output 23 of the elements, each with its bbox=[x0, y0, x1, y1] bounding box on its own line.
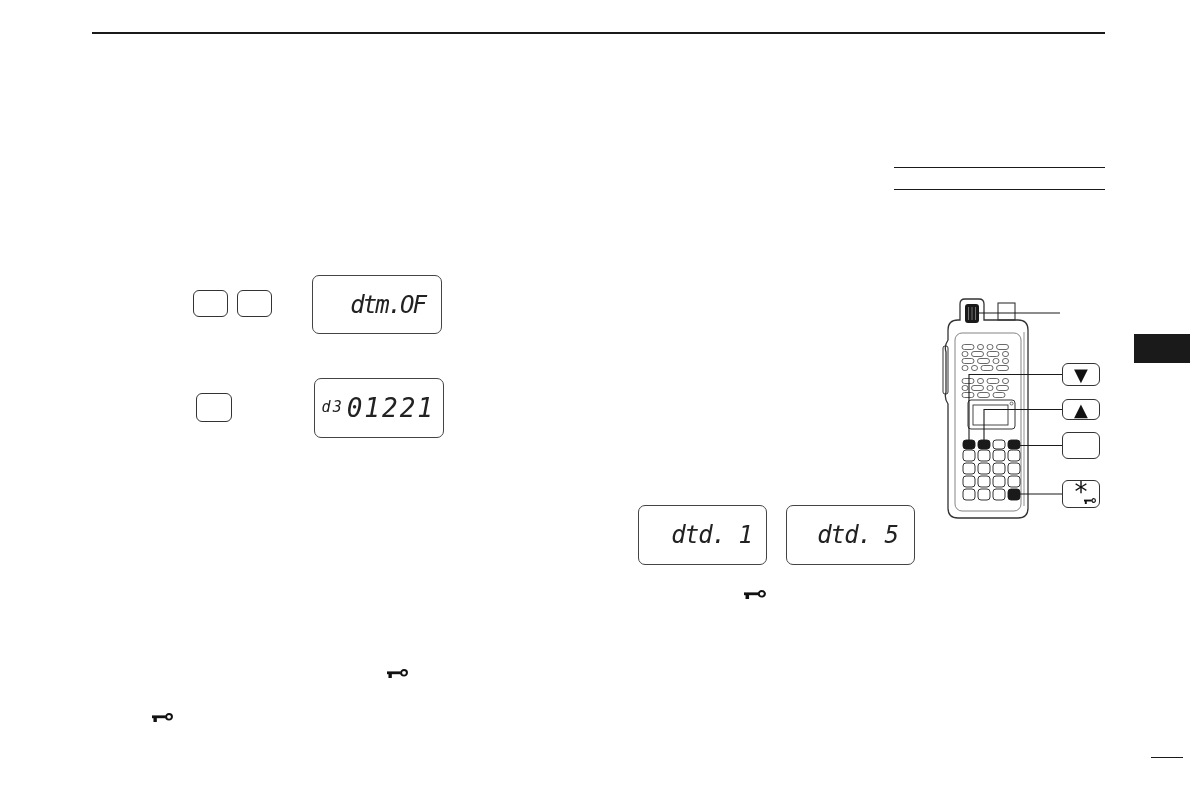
leader-line bbox=[983, 408, 1063, 441]
lcd-display: dtm.OF bbox=[312, 275, 442, 334]
radio-key bbox=[1008, 440, 1020, 449]
radio-key bbox=[1008, 489, 1020, 500]
leader-line bbox=[968, 373, 1063, 441]
key-symbol: ▲ bbox=[1062, 399, 1100, 420]
knob bbox=[965, 304, 979, 323]
key-symbol bbox=[237, 290, 272, 317]
radio-illustration bbox=[940, 297, 1031, 520]
key-symbol bbox=[193, 290, 228, 317]
leader-line bbox=[1019, 493, 1063, 495]
lcd-display: $^{d3}$01221 bbox=[314, 378, 444, 438]
lcd-display: dtd. 5 bbox=[786, 505, 915, 565]
leader-line bbox=[978, 312, 1061, 314]
lcd-display: dtd. 1 bbox=[638, 505, 767, 565]
key-label: * bbox=[1074, 479, 1088, 505]
leader-line bbox=[1019, 444, 1063, 447]
key-symbol: ▼ bbox=[1062, 363, 1100, 386]
radio-key bbox=[963, 440, 975, 449]
key-symbol bbox=[1062, 480, 1100, 508]
radio-key bbox=[978, 440, 990, 449]
key-symbol bbox=[196, 393, 232, 422]
key-symbol bbox=[1062, 432, 1100, 459]
